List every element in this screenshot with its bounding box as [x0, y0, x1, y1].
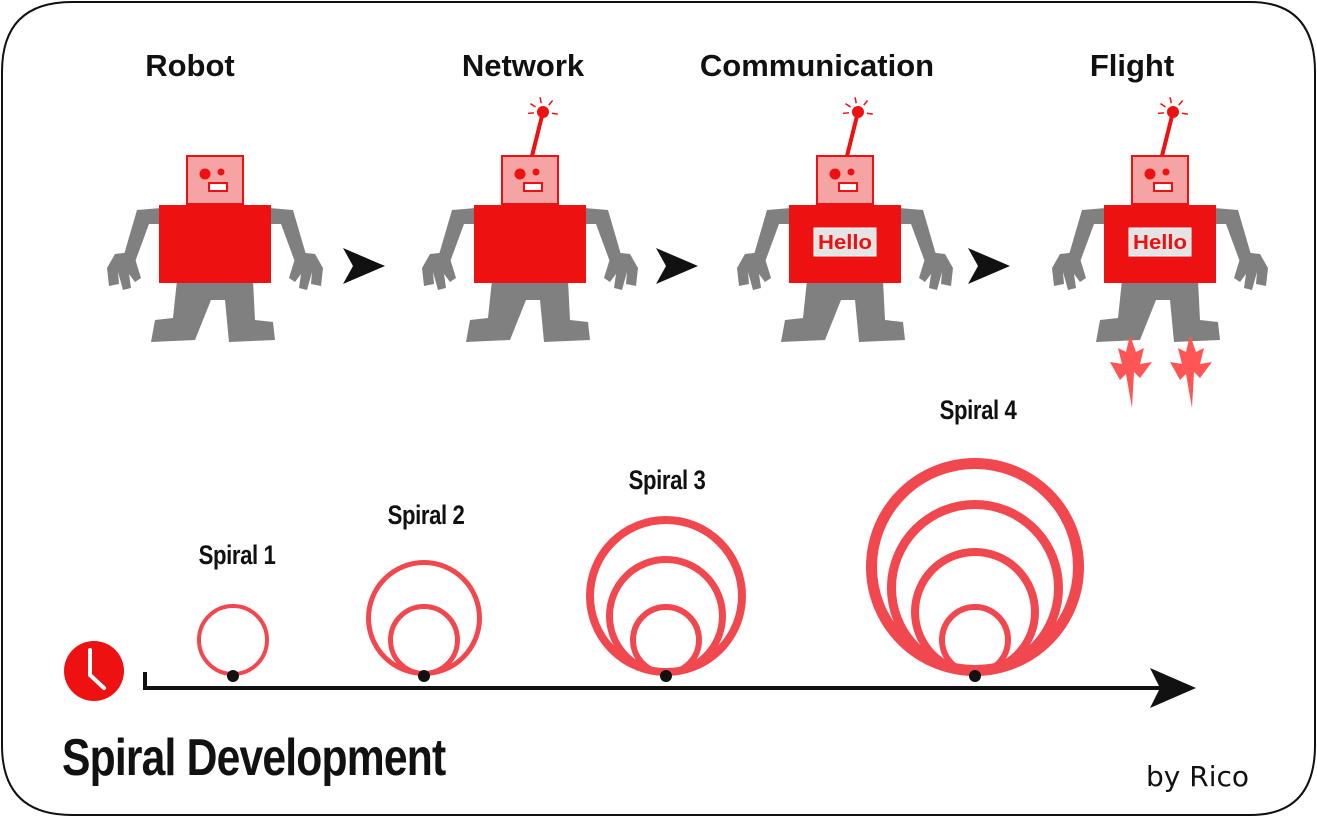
robot-left-hand	[422, 252, 456, 290]
robot-communication: Hello	[737, 97, 953, 342]
spiral-milestone-dot	[969, 670, 981, 682]
robot-eye-right	[1162, 168, 1170, 176]
diagram-title: Spiral Development	[62, 729, 446, 787]
spiral-ring	[866, 458, 1084, 676]
robot-right-arm	[269, 208, 307, 262]
robot-eye-right	[847, 168, 855, 176]
spiral-ring	[388, 604, 460, 676]
spiral-4	[866, 458, 1084, 682]
robot-mouth	[523, 182, 543, 192]
antenna-icon	[1157, 97, 1188, 157]
antenna-icon	[842, 97, 873, 157]
stage-arrows-layer	[343, 248, 1010, 284]
robot-right-hand	[1234, 252, 1268, 290]
clock-icon	[64, 641, 124, 701]
spiral-ring	[197, 604, 269, 676]
spiral-2	[366, 560, 482, 682]
robot-legs	[1096, 280, 1220, 342]
robot-right-hand	[289, 252, 323, 290]
robot-right-arm	[584, 208, 622, 262]
spirals-layer	[197, 458, 1084, 682]
robot-right-hand	[604, 252, 638, 290]
spiral-ring	[606, 556, 726, 676]
robot-legs	[151, 280, 275, 342]
robot-eye-left	[514, 168, 526, 180]
robot-body	[159, 205, 271, 283]
spiral-ring	[630, 604, 702, 676]
robot-head	[186, 155, 244, 205]
robot-left-arm	[123, 208, 161, 262]
robot-eye-right	[532, 168, 540, 176]
robot-mouth	[838, 182, 858, 192]
robot-left-hand	[1052, 252, 1086, 290]
chest-plate	[1128, 227, 1192, 257]
robot-head	[1131, 155, 1189, 205]
spiral-label-4: Spiral 4	[939, 395, 1017, 425]
robot-legs	[466, 280, 590, 342]
robot-eye-left	[1144, 168, 1156, 180]
chest-text: Hello	[818, 232, 872, 254]
arrow-right-icon	[968, 248, 1010, 284]
timeline	[143, 668, 1196, 708]
author-credit: by Rico	[1146, 760, 1250, 793]
robot-right-arm	[899, 208, 937, 262]
robot-mouth	[1153, 182, 1173, 192]
robot-left-arm	[753, 208, 791, 262]
spiral-label-1: Spiral 1	[198, 540, 276, 570]
robot-mouth	[208, 182, 228, 192]
robot-network	[422, 97, 638, 342]
spiral-ring	[911, 548, 1039, 676]
robot-robot	[107, 155, 323, 342]
robot-eye-left	[199, 168, 211, 180]
robot-head	[501, 155, 559, 205]
stage-label-robot: Robot	[145, 48, 235, 83]
timeline-arrow-icon	[1150, 668, 1196, 708]
robot-left-hand	[737, 252, 771, 290]
robot-legs	[781, 280, 905, 342]
spiral-label-3: Spiral 3	[628, 465, 706, 495]
stage-label-communication: Communication	[699, 48, 935, 83]
spiral-milestone-dot	[418, 670, 430, 682]
spiral-ring	[366, 560, 482, 676]
robot-flight: Hello	[1052, 97, 1268, 408]
robots-layer: Hello Hello	[107, 97, 1268, 408]
spiral-milestone-dot	[227, 670, 239, 682]
robot-left-arm	[1068, 208, 1106, 262]
chest-text: Hello	[1133, 232, 1187, 254]
stage-label-network: Network	[461, 48, 585, 83]
arrow-right-icon	[656, 248, 698, 284]
stage-label-flight: Flight	[1089, 48, 1175, 83]
spiral-3	[586, 516, 746, 682]
robot-head	[816, 155, 874, 205]
robot-left-arm	[438, 208, 476, 262]
spiral-1	[197, 604, 269, 682]
chest-plate	[813, 227, 877, 257]
robot-eye-right	[217, 168, 225, 176]
robot-body	[474, 205, 586, 283]
robot-right-arm	[1214, 208, 1252, 262]
arrow-right-icon	[343, 248, 385, 284]
robot-right-hand	[919, 252, 953, 290]
jet-flames-icon	[1110, 335, 1212, 408]
robot-left-hand	[107, 252, 141, 290]
spiral-milestone-dot	[660, 670, 672, 682]
spiral-label-2: Spiral 2	[387, 500, 465, 530]
antenna-icon	[527, 97, 558, 157]
robot-eye-left	[829, 168, 841, 180]
